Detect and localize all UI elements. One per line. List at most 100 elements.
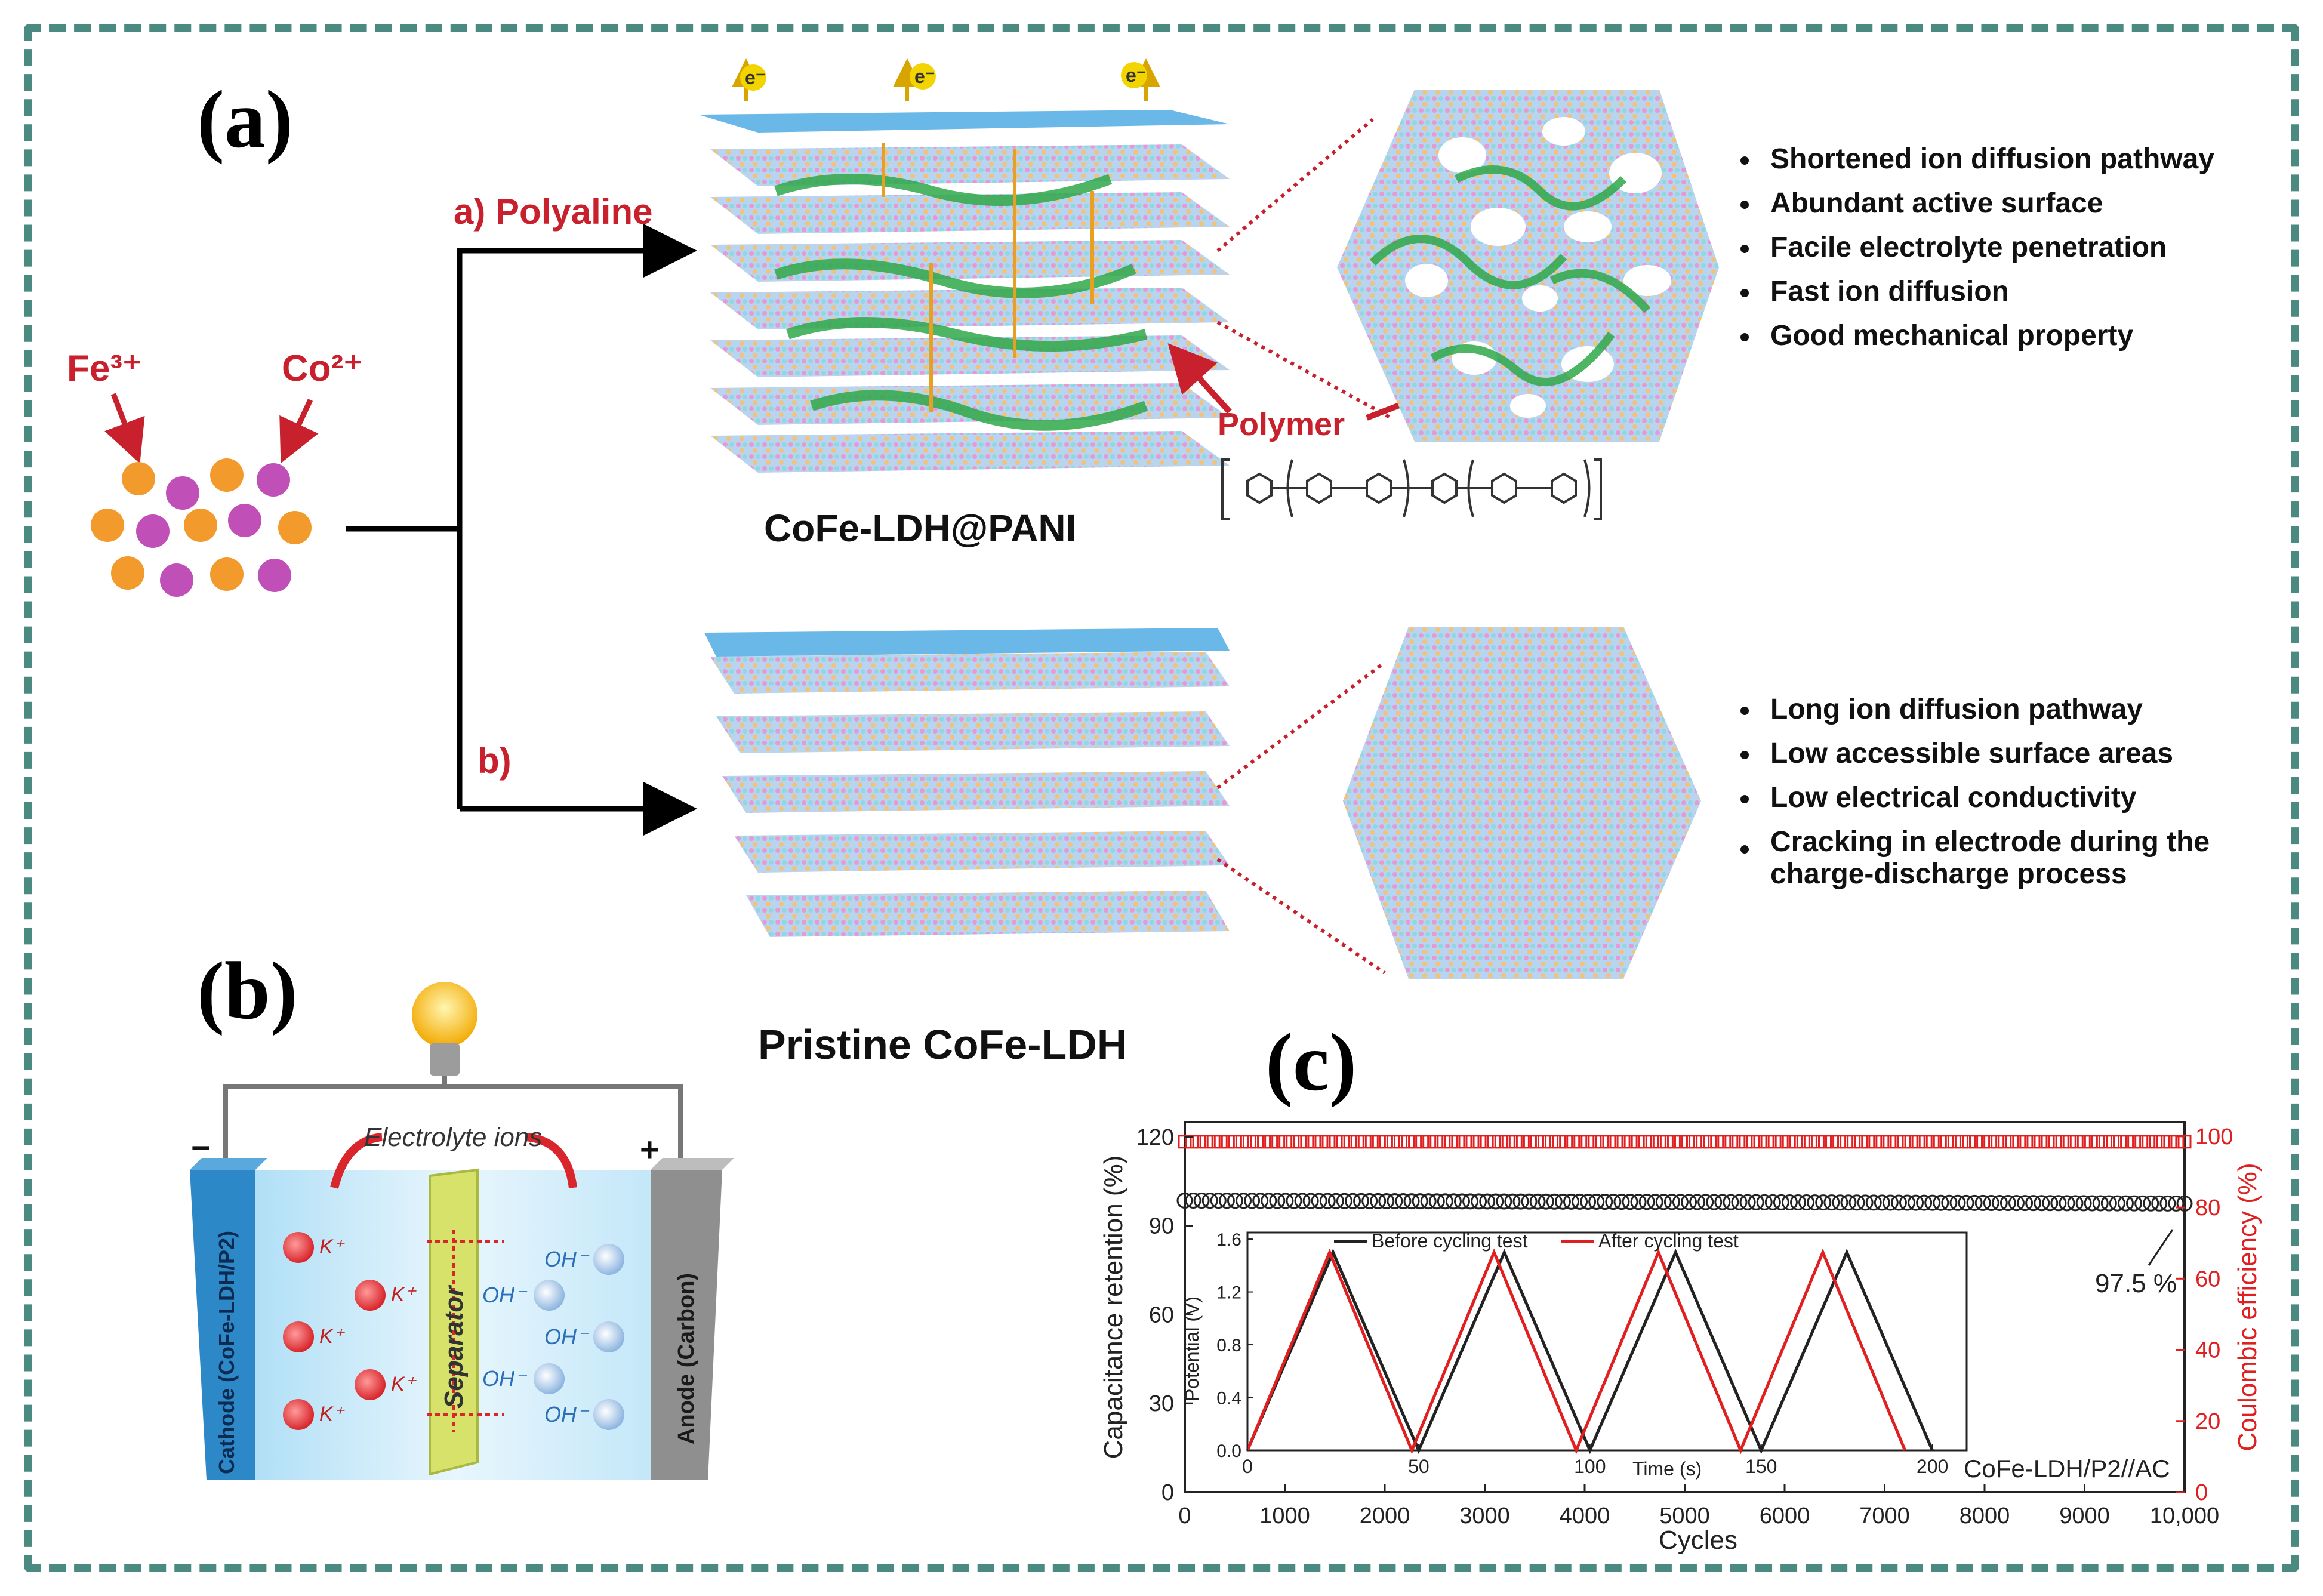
retention-point [1933, 1194, 1949, 1211]
zoom-lines [1216, 118, 1392, 975]
x-tick-label: 6000 [1760, 1503, 1810, 1529]
retention-point [1638, 1194, 1655, 1210]
efficiency-point [2041, 1135, 2055, 1149]
retention-point [1655, 1194, 1672, 1210]
efficiency-point [1185, 1135, 1199, 1149]
cathode-plate [190, 1158, 267, 1480]
retention-point [1403, 1193, 1420, 1210]
pristine-product-caption: Pristine CoFe-LDH [758, 1021, 1127, 1068]
efficiency-point [1321, 1135, 1336, 1149]
retention-point [1572, 1193, 1588, 1210]
co-ion-label: Co²⁺ [282, 348, 363, 389]
efficiency-point [1925, 1135, 1940, 1149]
efficiency-point [1840, 1135, 1854, 1149]
efficiency-point [1868, 1135, 1883, 1149]
retention-point [1210, 1193, 1227, 1209]
efficiency-point [1206, 1135, 1221, 1149]
efficiency-point [1372, 1135, 1386, 1149]
efficiency-point [2149, 1135, 2163, 1149]
efficiency-point [1739, 1135, 1753, 1149]
inset-y-tick-label: 0.4 [1216, 1389, 1241, 1409]
retention-point [1874, 1194, 1890, 1211]
efficiency-point [1904, 1135, 1918, 1149]
retention-point [1327, 1193, 1344, 1209]
pani-hexagon [1337, 90, 1719, 442]
pani-benefit-item: Abundant active surface [1737, 181, 2298, 226]
retention-point [1554, 1193, 1571, 1210]
panel-c-label: (c) [1265, 1016, 1357, 1108]
retention-point [1731, 1194, 1748, 1210]
efficiency-point [1408, 1135, 1422, 1149]
efficiency-point [1767, 1135, 1782, 1149]
efficiency-point [1494, 1135, 1508, 1149]
electron-label-2: e⁻ [914, 66, 935, 87]
y2-tick-label: 40 [2195, 1338, 2220, 1363]
retention-point [1807, 1194, 1823, 1211]
pani-structure-formula [1221, 458, 1602, 520]
efficiency-point [1875, 1135, 1890, 1149]
retention-point [1991, 1194, 2008, 1211]
efficiency-point [2170, 1135, 2185, 1149]
anode-plate [651, 1158, 734, 1480]
retention-point [2168, 1195, 2185, 1212]
cathode-label: Cathode (CoFe-LDH/P2) [214, 1231, 239, 1474]
efficiency-point [1221, 1135, 1235, 1149]
retention-point [1294, 1193, 1311, 1209]
retention-point [1974, 1194, 1991, 1211]
retention-point [1269, 1193, 1286, 1209]
retention-point [1286, 1193, 1302, 1209]
retention-point [1185, 1192, 1201, 1209]
retention-point [2092, 1195, 2109, 1212]
efficiency-point [1911, 1135, 1925, 1149]
retention-point [1958, 1194, 1974, 1211]
retention-point [1471, 1193, 1487, 1210]
inset-y-tick-label: 1.6 [1216, 1230, 1241, 1250]
efficiency-point [1394, 1135, 1408, 1149]
efficiency-point [2019, 1135, 2034, 1149]
efficiency-point [1890, 1135, 1904, 1149]
retention-point [1277, 1193, 1294, 1209]
efficiency-point [1991, 1135, 2005, 1149]
efficiency-point [1386, 1135, 1400, 1149]
efficiency-point [1861, 1135, 1875, 1149]
retention-point [1236, 1193, 1252, 1209]
pristine-hexagon [1343, 627, 1701, 979]
efficiency-point [2062, 1135, 2076, 1149]
retention-point [2025, 1195, 2042, 1212]
efficiency-point [1832, 1135, 1847, 1149]
pani-benefit-item: Good mechanical property [1737, 314, 2298, 358]
efficiency-point [2012, 1135, 2026, 1149]
efficiency-point [2163, 1135, 2177, 1149]
retention-point [1739, 1194, 1756, 1210]
retention-point [2100, 1195, 2117, 1212]
x-tick-label: 8000 [1960, 1503, 2010, 1529]
efficiency-point [1250, 1135, 1264, 1149]
efficiency-point [1278, 1135, 1293, 1149]
retention-point [2067, 1195, 2084, 1212]
retention-point [1504, 1193, 1521, 1210]
x-tick-label: 4000 [1560, 1503, 1610, 1529]
anion-label: OH⁻ [544, 1247, 590, 1271]
pristine-drawback-item: Low accessible surface areas [1737, 732, 2274, 776]
retention-point [1361, 1193, 1378, 1209]
retention-point [2042, 1195, 2059, 1212]
inset-y-tick-label: 1.2 [1216, 1283, 1241, 1303]
retention-point [1857, 1194, 1874, 1211]
retention-point [1395, 1193, 1412, 1210]
retention-point [1908, 1194, 1924, 1211]
efficiency-point [1789, 1135, 1803, 1149]
efficiency-point [1796, 1135, 1810, 1149]
efficiency-point [1666, 1135, 1681, 1149]
anion-ions [534, 1244, 624, 1430]
retention-point [1479, 1193, 1496, 1210]
retention-point [2109, 1195, 2125, 1212]
pristine-drawbacks-list: Long ion diffusion pathway Low accessibl… [1737, 688, 2274, 891]
retention-point [1790, 1194, 1807, 1210]
y2-tick-label: 0 [2195, 1480, 2208, 1505]
anion-label: OH⁻ [544, 1402, 590, 1426]
cation-label: K⁺ [391, 1283, 417, 1306]
efficiency-point [2055, 1135, 2069, 1149]
retention-point [2143, 1195, 2159, 1212]
cation-label: K⁺ [319, 1235, 346, 1258]
